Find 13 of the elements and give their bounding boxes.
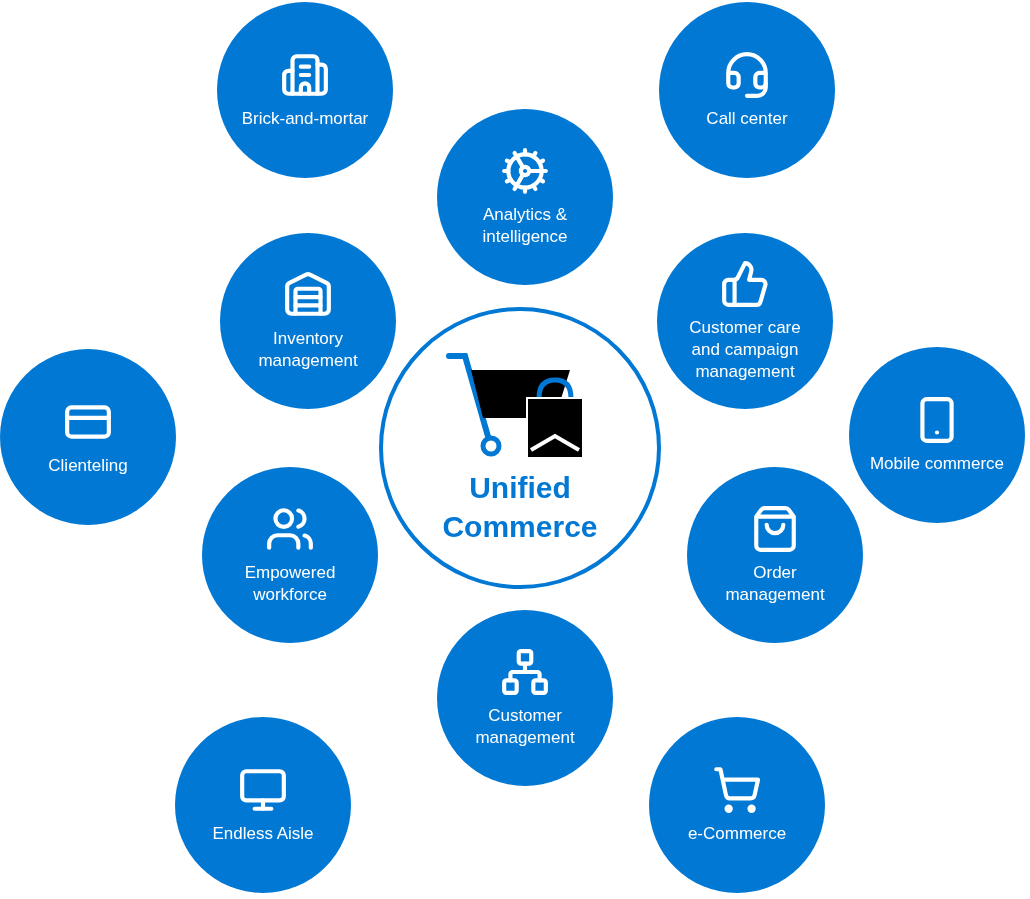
circle-label: Call center (706, 107, 788, 130)
circle-label: Brick-and-mortar (241, 107, 369, 130)
circle-label: e-Commerce (687, 822, 787, 845)
circle-label: Customer management (474, 704, 576, 749)
hub-title: Unified Commerce (441, 470, 599, 545)
circle-label: Order management (724, 561, 826, 606)
circle-label: Inventory management (257, 327, 359, 372)
circle-label: Mobile commerce (869, 452, 1005, 475)
circle-label: Endless Aisle (212, 822, 314, 845)
circle-label: Customer care and campaign management (688, 316, 802, 384)
circle-label: Analytics & intelligence (481, 203, 569, 248)
circle-label: Empowered workforce (243, 561, 337, 606)
circle-label: Clienteling (48, 454, 128, 477)
